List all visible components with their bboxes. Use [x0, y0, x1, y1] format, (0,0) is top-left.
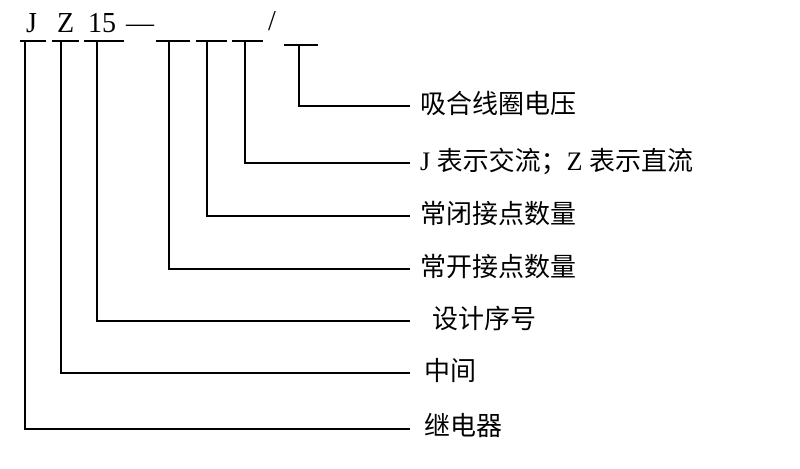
underline-blank-1	[156, 40, 190, 42]
leader-hline-nc-contacts	[206, 215, 410, 217]
leader-hline-relay	[24, 428, 410, 430]
underline-z	[52, 40, 79, 42]
leader-vline-design-serial	[96, 40, 98, 322]
underline-15	[84, 40, 124, 42]
code-separator-slash: /	[268, 6, 276, 37]
code-dash: —	[126, 8, 154, 39]
leader-hline-intermediate	[60, 372, 410, 374]
leader-hline-coil-voltage	[298, 105, 410, 107]
underline-blank-2	[196, 40, 227, 42]
leader-hline-no-contacts	[168, 268, 410, 270]
leader-vline-no-contacts	[168, 40, 170, 270]
underline-blank-4	[284, 44, 318, 46]
label-no-contacts: 常开接点数量	[420, 253, 577, 282]
code-letter-z: Z	[57, 8, 75, 39]
underline-blank-3	[232, 40, 263, 42]
code-letter-j: J	[26, 8, 37, 39]
leader-vline-ac-dc	[244, 40, 246, 164]
code-design-number: 15	[88, 8, 116, 39]
label-design-serial: 设计序号	[432, 305, 537, 334]
label-ac-dc-note: J 表示交流；Z 表示直流	[420, 147, 694, 176]
label-nc-contacts: 常闭接点数量	[420, 200, 577, 229]
leader-vline-nc-contacts	[206, 40, 208, 217]
leader-hline-design-serial	[96, 320, 410, 322]
label-relay: 继电器	[424, 412, 503, 441]
leader-vline-relay	[24, 40, 26, 430]
leader-vline-coil-voltage	[298, 44, 300, 107]
underline-j	[20, 40, 46, 42]
leader-hline-ac-dc	[244, 162, 410, 164]
leader-vline-intermediate	[60, 40, 62, 374]
label-coil-voltage: 吸合线圈电压	[420, 90, 577, 119]
label-intermediate: 中间	[424, 357, 477, 386]
